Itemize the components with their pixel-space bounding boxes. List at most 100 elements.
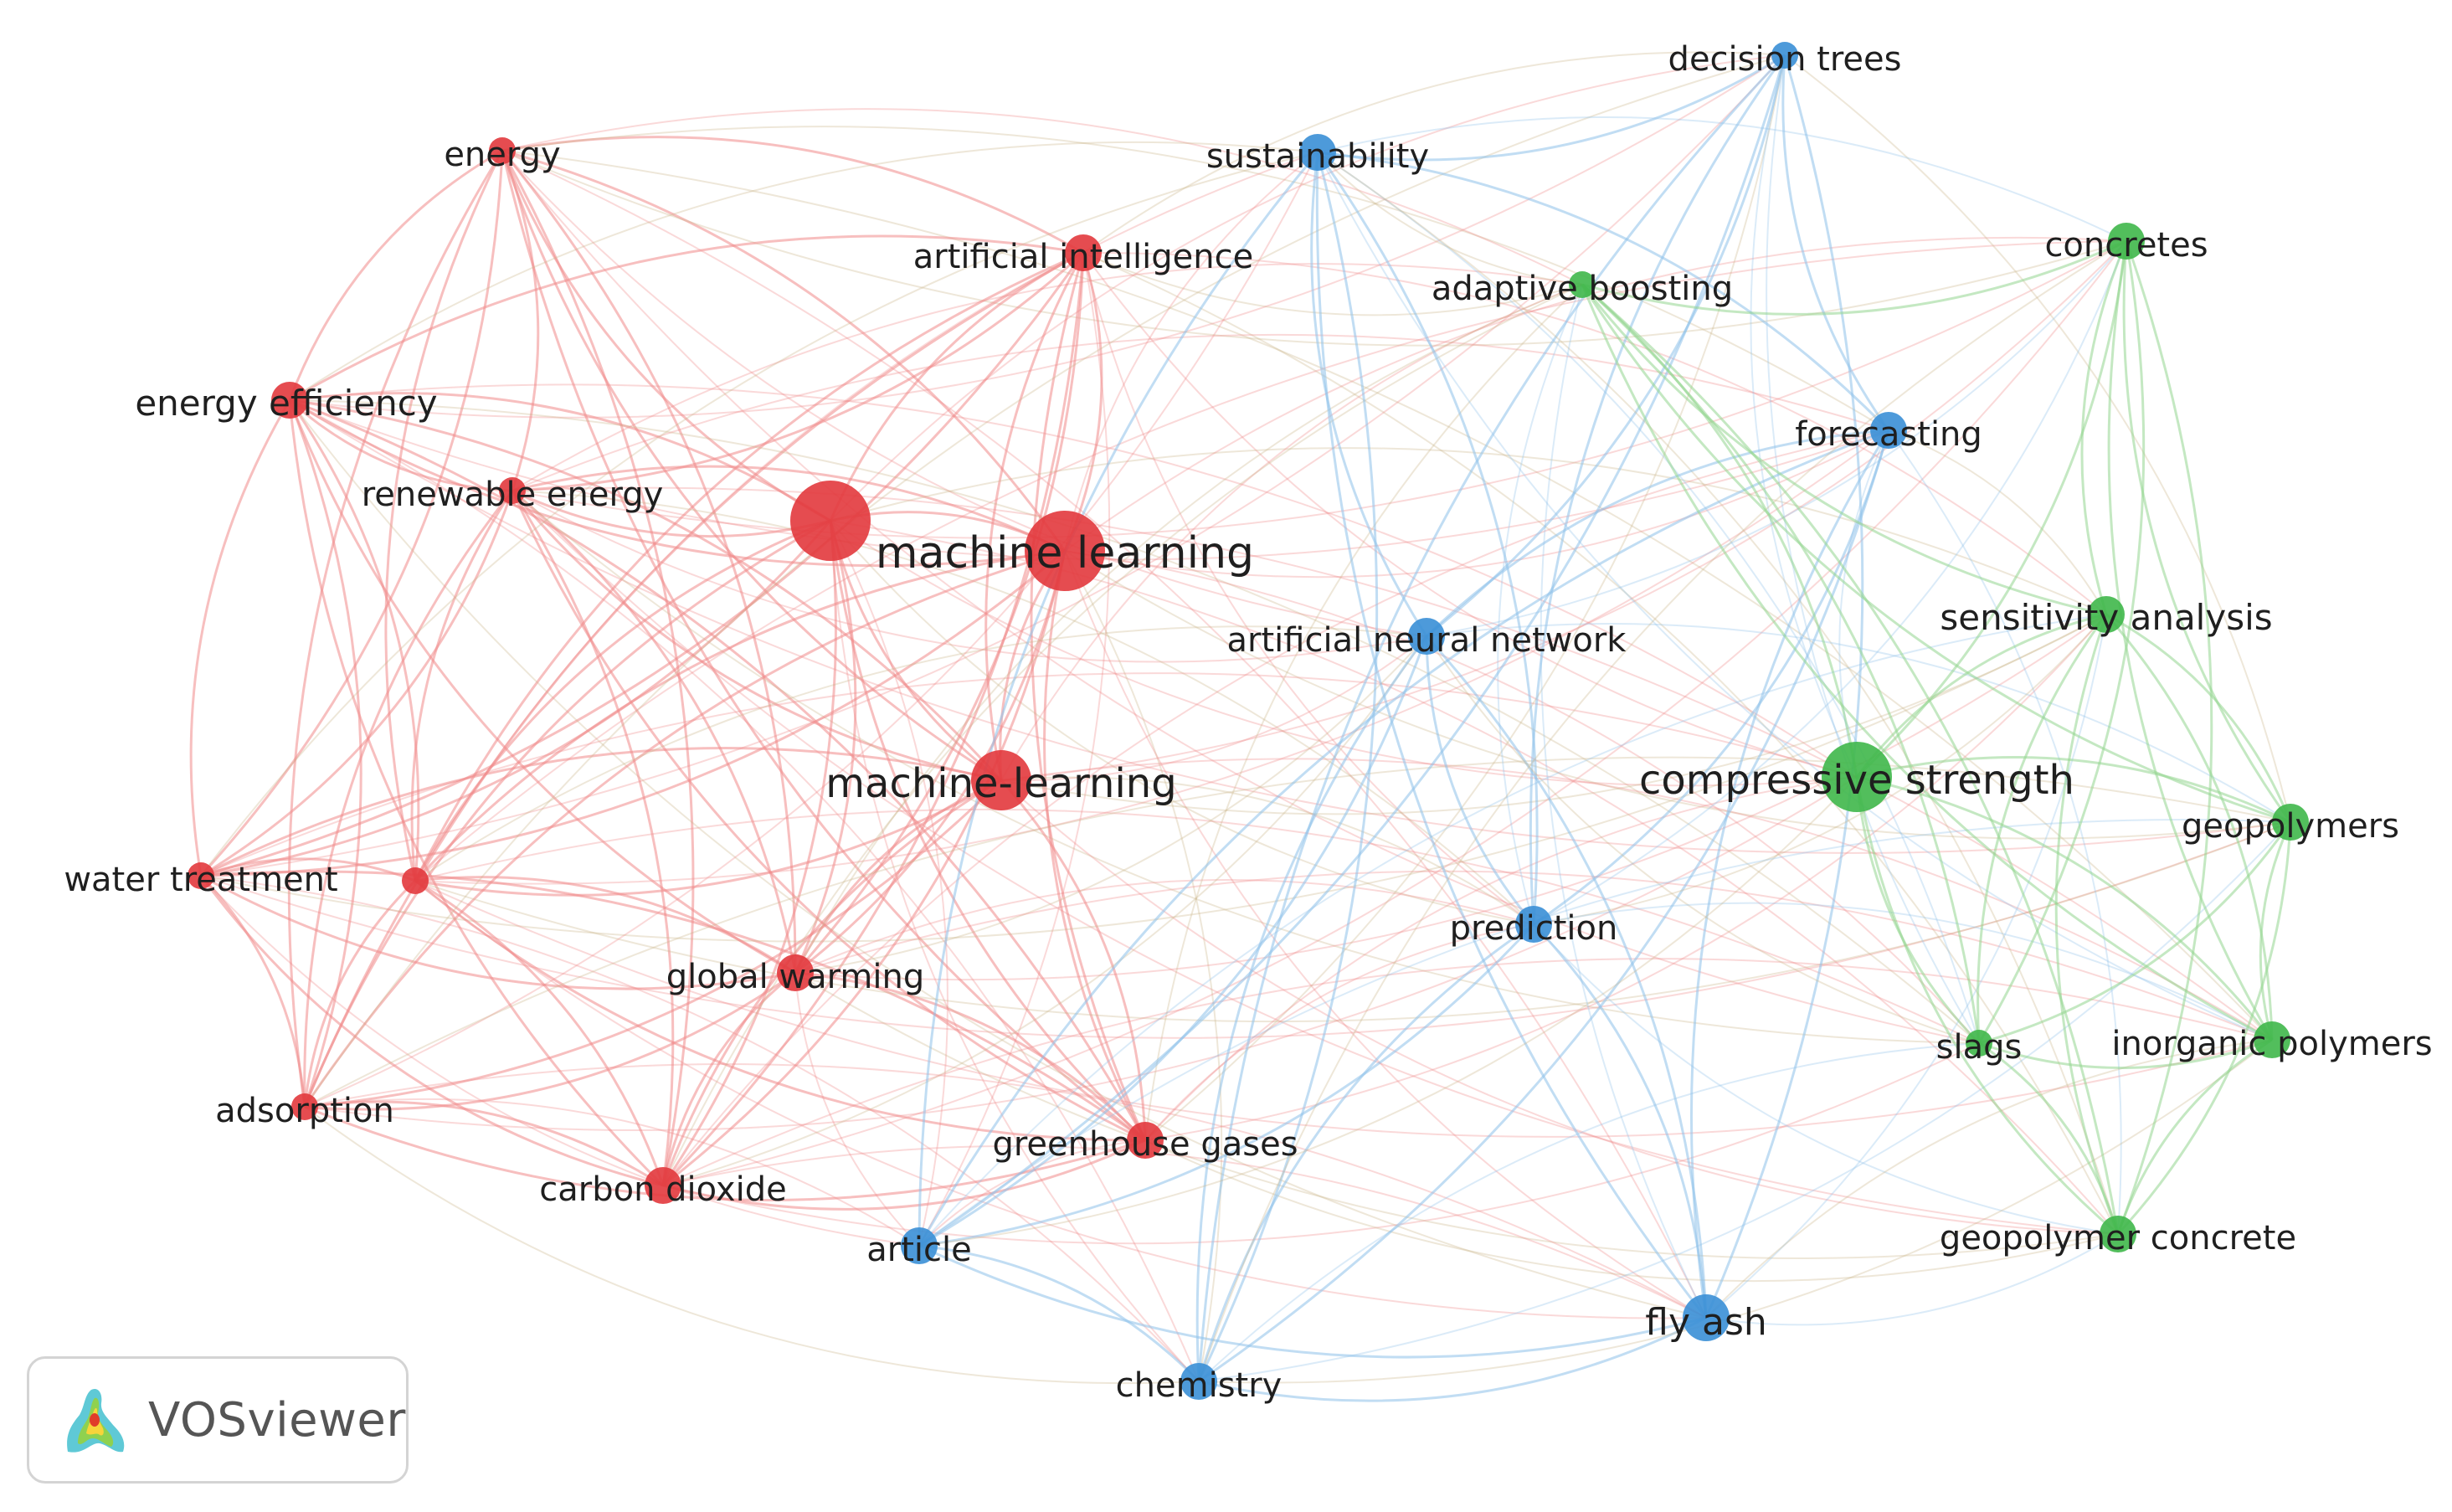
vosviewer-brand-name: VOSviewer (148, 1392, 406, 1448)
network-link (200, 520, 832, 877)
node-prediction[interactable] (1515, 906, 1552, 943)
node-adsorption[interactable] (291, 1093, 318, 1120)
node-fly-ash[interactable] (1683, 1294, 1730, 1341)
node-machine-learning[interactable] (1025, 511, 1105, 591)
network-link (200, 857, 416, 882)
network-link (1533, 902, 2273, 1041)
network-link (304, 1098, 920, 1247)
network-link (1540, 284, 1707, 1319)
network-link (662, 1139, 1146, 1211)
node-global-warming[interactable] (777, 954, 814, 991)
network-link (1317, 151, 1890, 432)
node-water-treatment[interactable] (188, 862, 214, 889)
network-link (1144, 54, 1786, 1141)
network-link (794, 971, 1147, 1142)
network-link (511, 333, 1889, 491)
network-link (501, 126, 1889, 431)
network-link (414, 808, 1980, 1044)
node-geopolymers[interactable] (2272, 804, 2309, 841)
node-inorganic-polymers[interactable] (2254, 1021, 2290, 1058)
network-link (2080, 240, 2128, 615)
network-link (288, 149, 503, 401)
network-link (287, 150, 504, 1108)
network-link (414, 152, 1319, 882)
network-link (1064, 152, 1319, 552)
node-compressive-strength[interactable] (1822, 742, 1892, 812)
node-slags[interactable] (1966, 1030, 1992, 1057)
network-link (304, 1106, 1200, 1385)
node-unlabeled-red[interactable] (402, 867, 429, 894)
network-link (794, 550, 1067, 975)
node-greenhouse-gases[interactable] (1127, 1122, 1164, 1159)
node-machine-learning-a[interactable] (790, 481, 871, 561)
node-adaptive-boosting[interactable] (1569, 271, 1596, 298)
node-decision-trees[interactable] (1771, 42, 1798, 69)
node-sustainability[interactable] (1299, 134, 1336, 171)
network-link (2054, 614, 2120, 1235)
node-energy-efficiency[interactable] (271, 382, 308, 419)
network-link (1888, 429, 2122, 1235)
network-link (918, 635, 1428, 1247)
network-link (501, 150, 1707, 1319)
node-machine-learning-hyphen[interactable] (971, 750, 1031, 810)
network-link (1317, 152, 2273, 1041)
network-link (288, 399, 362, 1108)
label-slags: slags (1936, 1028, 2023, 1067)
network-link (289, 141, 1319, 401)
label-sustainability: sustainability (1206, 137, 1429, 176)
network-link (1581, 283, 2120, 1235)
label-forecasting: forecasting (1795, 415, 1982, 454)
network-link (1198, 1042, 1980, 1382)
network-link (189, 399, 291, 877)
label-inorganic-polymers: inorganic polymers (2111, 1025, 2432, 1063)
network-link (303, 490, 514, 1108)
node-renewable-energy[interactable] (499, 477, 526, 504)
node-article[interactable] (901, 1227, 938, 1264)
node-chemistry[interactable] (1180, 1363, 1217, 1400)
node-forecasting[interactable] (1870, 412, 1907, 449)
network-link (414, 880, 2273, 1138)
network-link (289, 54, 1786, 419)
network-link (501, 150, 1002, 782)
network-link (1317, 54, 1786, 162)
network-link (414, 879, 1146, 1142)
network-link (662, 635, 1427, 1186)
network-link (2105, 613, 2292, 823)
network-link (661, 252, 1085, 1187)
node-concretes[interactable] (2108, 223, 2145, 260)
node-artificial-intelligence[interactable] (1065, 234, 1102, 271)
network-link (414, 876, 796, 975)
network-link (414, 429, 1889, 885)
label-adsorption: adsorption (215, 1092, 394, 1130)
network-link (414, 625, 1427, 882)
label-geopolymers: geopolymers (2182, 807, 2399, 846)
network-link (501, 150, 2127, 347)
label-energy: energy (444, 136, 560, 174)
network-link (414, 240, 2127, 882)
network-link (1063, 252, 1103, 552)
network-link (1064, 429, 1889, 579)
network-link (661, 520, 837, 1186)
label-renewable-energy: renewable energy (362, 476, 664, 514)
network-link (414, 879, 665, 1186)
network-link (289, 383, 1858, 778)
node-energy[interactable] (489, 137, 516, 164)
network-link (1082, 251, 2107, 615)
label-energy-efficiency: energy efficiency (135, 383, 437, 424)
network-link (1856, 775, 2274, 1041)
network-link (1317, 152, 1980, 1044)
vosviewer-logo-icon (67, 1388, 125, 1453)
node-sensitivity-analysis[interactable] (2088, 596, 2125, 633)
network-nodes (188, 42, 2309, 1400)
network-link (1705, 614, 2107, 1319)
label-compressive-strength: compressive strength (1639, 757, 2074, 804)
node-artificial-neural-network[interactable] (1408, 618, 1445, 655)
network-link (1425, 429, 1889, 638)
network-link (661, 779, 1002, 1186)
network-link (1082, 252, 1583, 316)
network-link (1888, 429, 2107, 615)
node-carbon-dioxide[interactable] (645, 1167, 681, 1204)
network-link (384, 150, 504, 882)
node-geopolymer-concrete[interactable] (2100, 1216, 2136, 1252)
